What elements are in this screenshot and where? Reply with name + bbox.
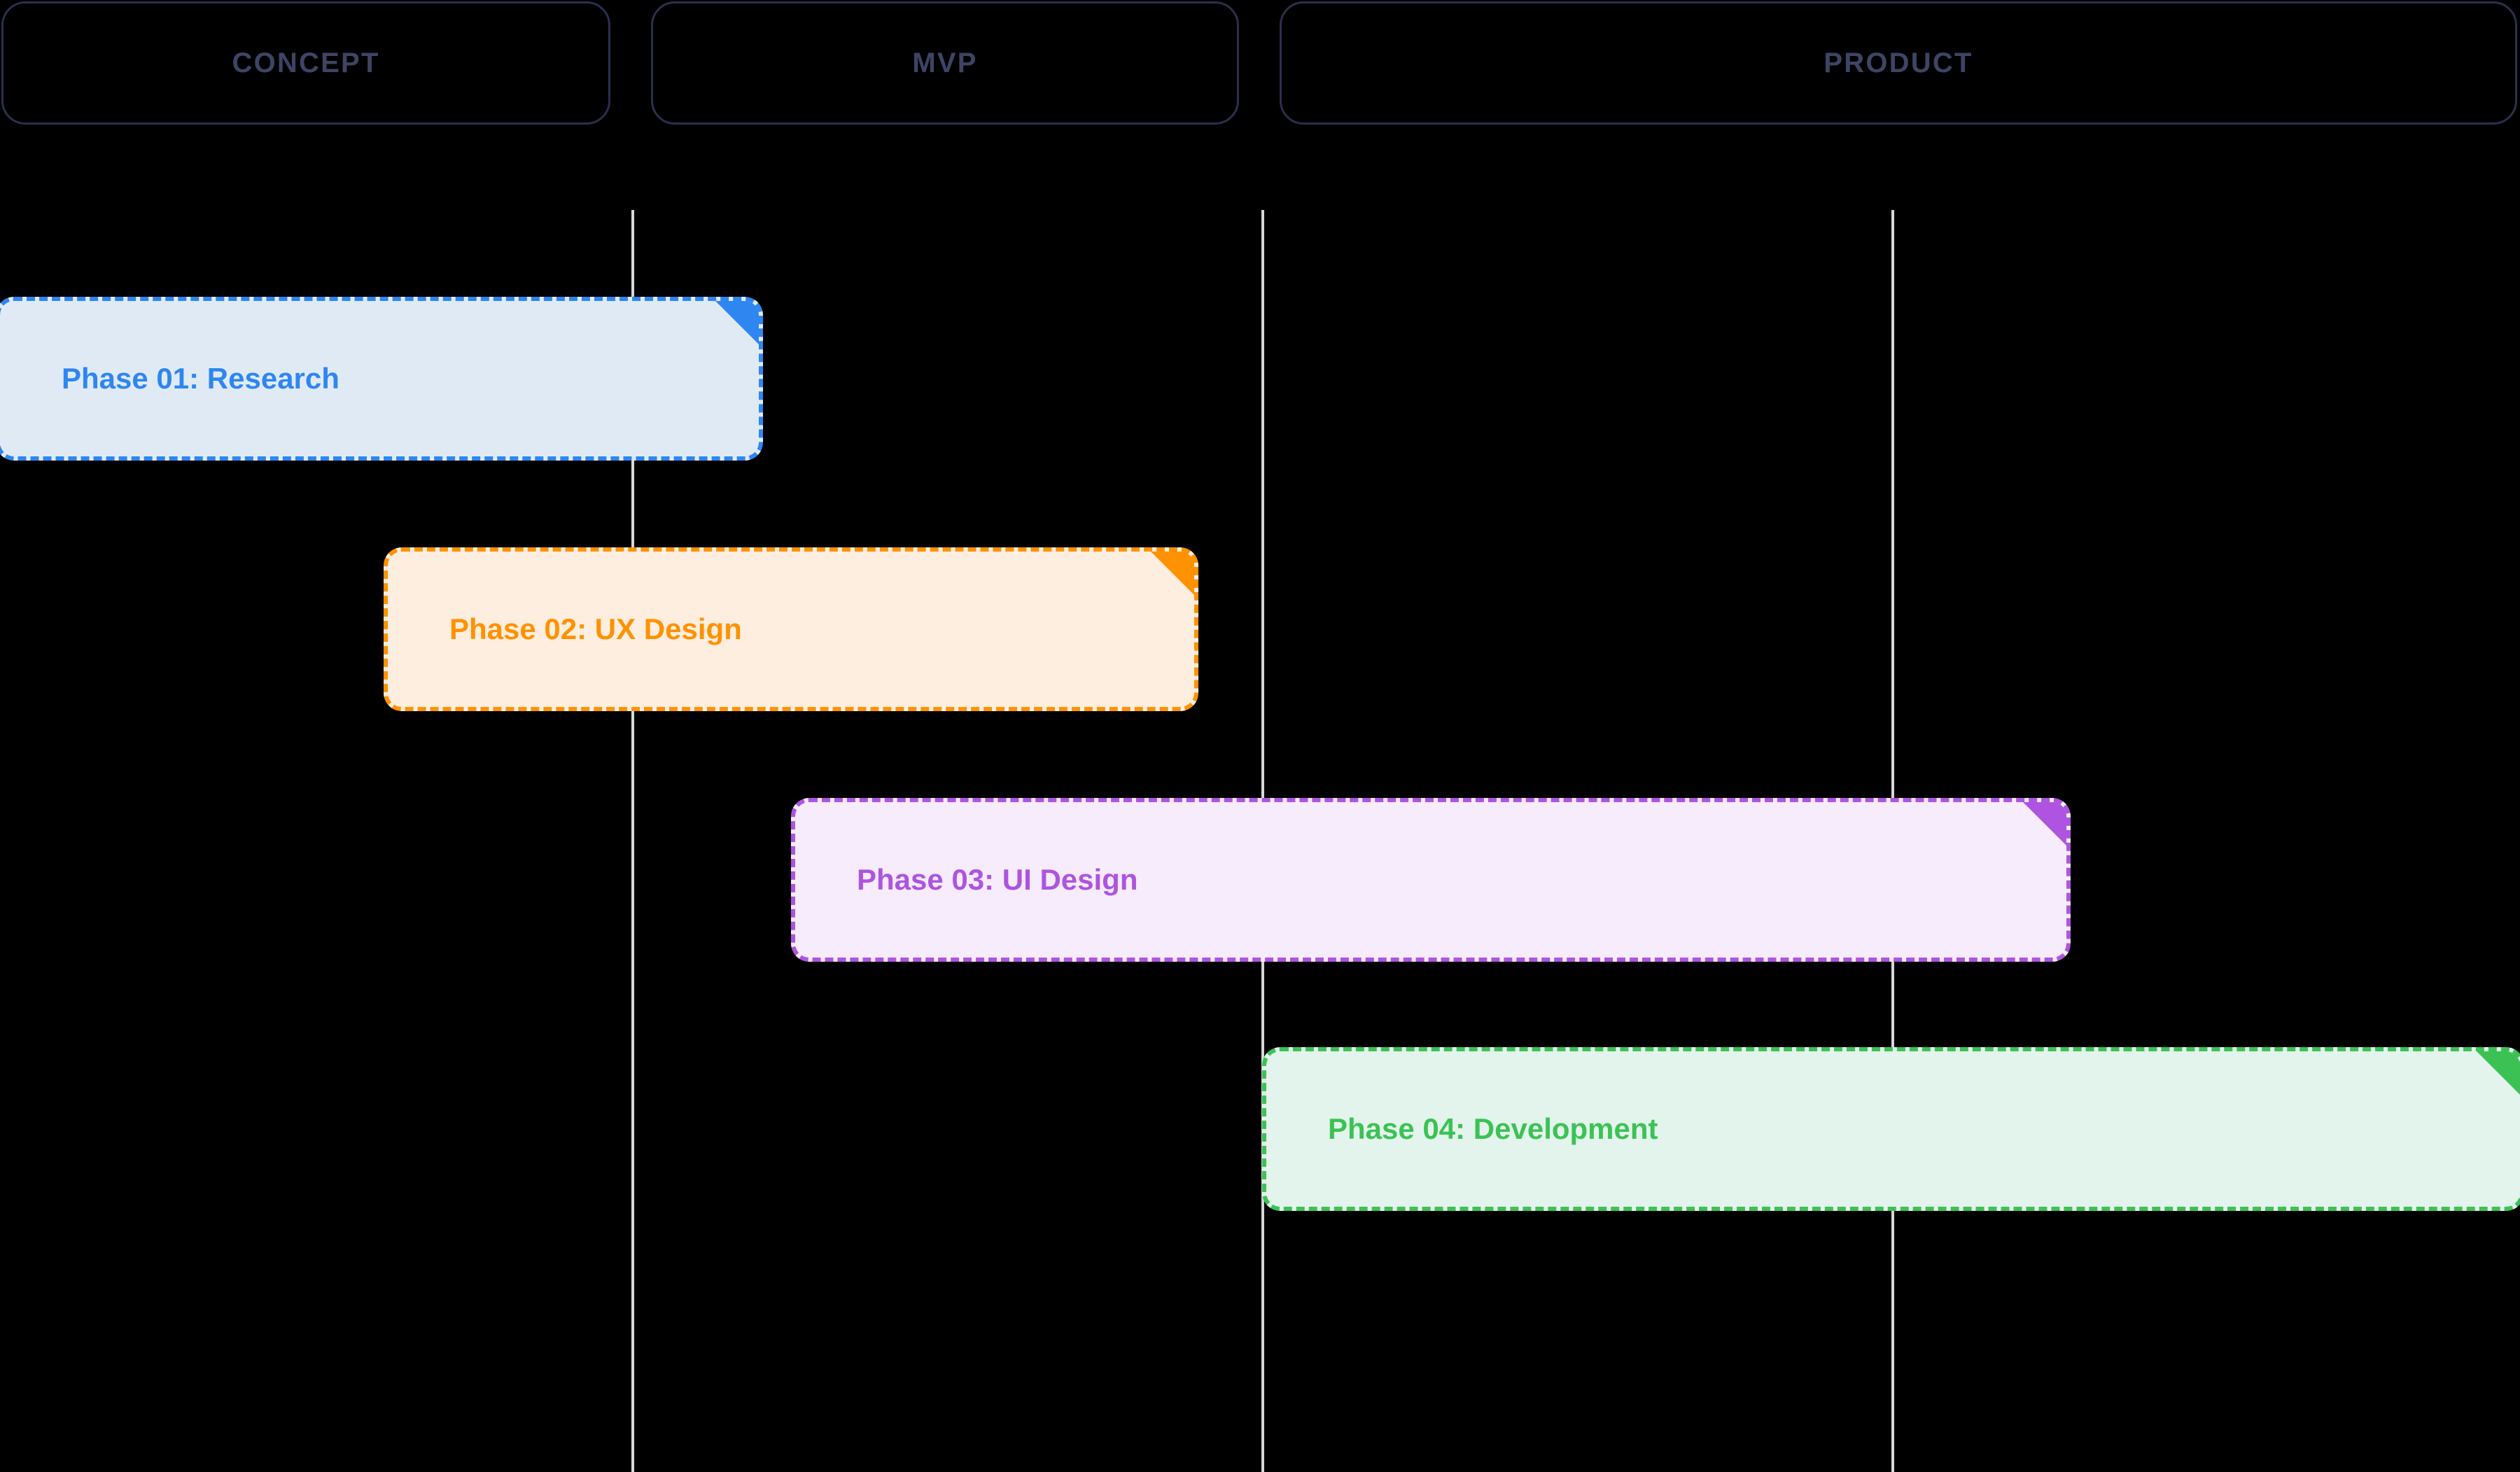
task-label-phase-02: Phase 02: UX Design xyxy=(449,612,742,645)
task-bar-phase-01[interactable]: Phase 01: Research xyxy=(0,297,763,461)
task-fold-corner-icon xyxy=(2023,802,2066,846)
stage-pill-product[interactable]: PRODUCT xyxy=(1280,1,2517,125)
stage-header-row: CONCEPT MVP PRODUCT xyxy=(0,0,2520,127)
task-fold-corner-icon xyxy=(1151,552,1194,595)
task-label-phase-03: Phase 03: UI Design xyxy=(857,863,1138,896)
stage-pill-label-concept: CONCEPT xyxy=(232,47,380,78)
grid-line-1 xyxy=(631,210,634,1472)
task-fold-corner-icon xyxy=(2477,1051,2520,1095)
stage-pill-label-product: PRODUCT xyxy=(1823,47,1973,78)
task-label-phase-04: Phase 04: Development xyxy=(1328,1112,1658,1145)
task-fold-corner-icon xyxy=(715,301,759,344)
task-bar-phase-04[interactable]: Phase 04: Development xyxy=(1262,1047,2520,1211)
stage-pill-mvp[interactable]: MVP xyxy=(651,1,1239,125)
stage-pill-label-mvp: MVP xyxy=(912,47,978,78)
task-bar-phase-03[interactable]: Phase 03: UI Design xyxy=(791,798,2071,962)
stage-pill-concept[interactable]: CONCEPT xyxy=(1,1,610,125)
task-bar-phase-02[interactable]: Phase 02: UX Design xyxy=(384,547,1198,711)
task-label-phase-01: Phase 01: Research xyxy=(62,362,340,395)
